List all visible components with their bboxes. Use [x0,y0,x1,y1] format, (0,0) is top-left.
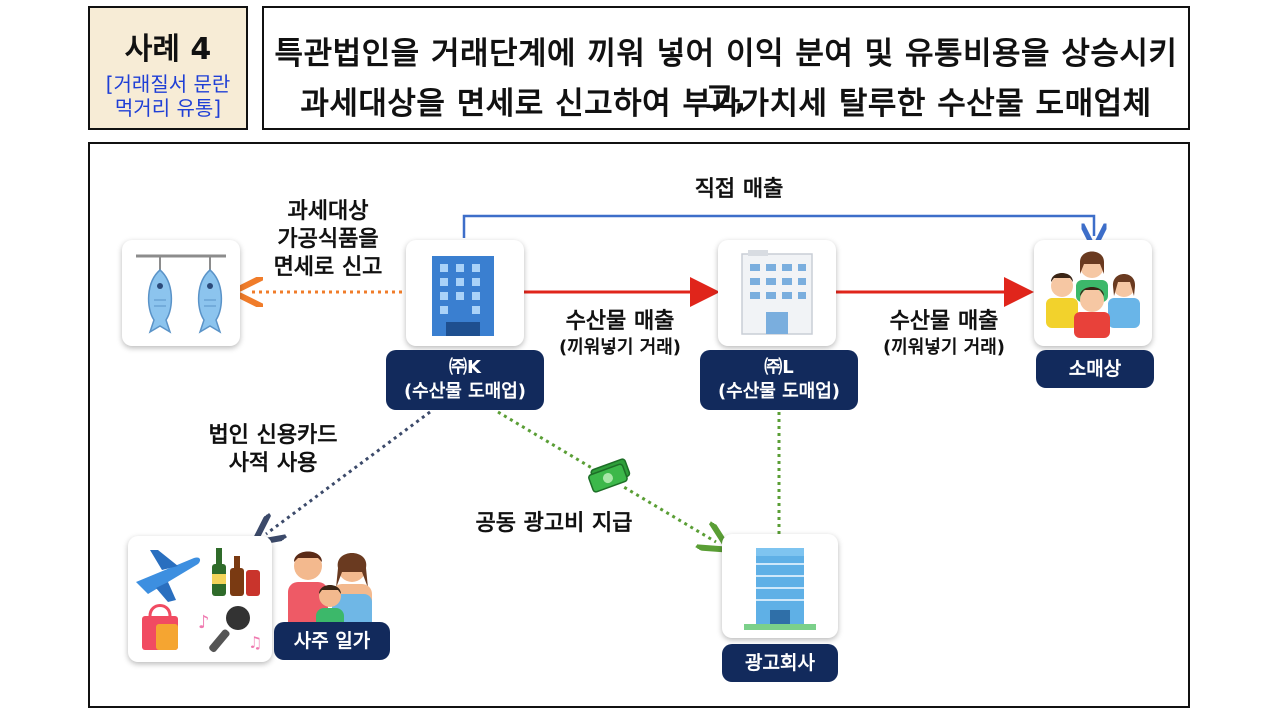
ad-agency-card [722,534,838,638]
retailer-label: 소매상 [1036,350,1154,388]
luxury-goods-icon: ♪ ♫ [136,548,262,653]
direct-sales-arrow [462,214,1094,238]
glass-tower-icon [744,548,816,630]
company-l-type: (수산물 도매업) [717,381,841,402]
k-to-l-line-1: 수산물 매출 [565,309,675,334]
svg-text:♫: ♫ [248,633,262,652]
tax-exempt-line-3: 면세로 신고 [273,255,383,280]
case-title: 사례 4 [124,32,212,67]
people-group-icon [1046,251,1140,338]
tax-exempt-line-2: 가공식품을 [277,227,379,252]
company-l-label: ㈜L (수산물 도매업) [700,350,858,410]
k-to-l-label: 수산물 매출 (끼워넣기 거래) [536,308,704,360]
ad-agency-label: 광고회사 [722,644,838,682]
airplane-icon [136,550,201,602]
card-use-line-1: 법인 신용카드 [208,423,338,448]
l-to-retailer-line-2: (끼워넣기 거래) [882,337,1006,358]
case-subtitle-line-2: 먹거리 유통] [114,96,222,120]
l-to-retailer-label: 수산물 매출 (끼워넣기 거래) [860,308,1028,360]
retailer-card [1034,240,1152,346]
company-k-type: (수산물 도매업) [403,381,527,402]
tax-exempt-line-1: 과세대상 [287,199,369,224]
company-k-label: ㈜K (수산물 도매업) [386,350,544,410]
svg-text:♪: ♪ [198,612,210,633]
company-l-card [718,240,836,346]
company-k-name: ㈜K [449,357,481,378]
company-k-card [406,240,524,346]
family-icon [282,546,376,636]
title-line-2: 과세대상을 면세로 신고하여 부가가치세 탈루한 수산물 도매업체 [300,86,1152,122]
money-icon [584,452,636,493]
company-l-name: ㈜L [764,357,794,378]
microphone-icon: ♪ ♫ [198,606,262,653]
liquor-icon [212,548,260,596]
diagram-frame [88,142,1190,708]
card-use-line-2: 사적 사용 [228,451,318,476]
l-to-retailer-line-1: 수산물 매출 [889,309,999,334]
case-subtitle: [거래질서 문란 먹거리 유통] [90,72,246,120]
ad-cost-label: 공동 광고비 지급 [475,511,633,536]
k-to-l-line-2: (끼워넣기 거래) [558,337,682,358]
dried-fish-icon [136,254,226,334]
family-label: 사주 일가 [274,622,390,660]
title-line-1: 특관법인을 거래단계에 끼워 넣어 이익 분여 및 유통비용을 상승시키고, [274,36,1178,117]
dried-fish-card [122,240,240,346]
luxury-goods-card: ♪ ♫ [128,536,272,662]
office-building-icon [432,256,494,336]
case-label-box: 사례 4 [거래질서 문란 먹거리 유통] [88,6,248,130]
shopping-bag-icon [142,604,178,650]
direct-sales-label: 직접 매출 [694,177,784,202]
card-use-arrow [266,410,431,534]
white-building-icon [741,250,813,335]
card-use-label: 법인 신용카드 사적 사용 [178,422,368,478]
tax-exempt-label: 과세대상 가공식품을 면세로 신고 [244,198,412,282]
title-box: 특관법인을 거래단계에 끼워 넣어 이익 분여 및 유통비용을 상승시키고, 과… [262,6,1190,130]
case-subtitle-line-1: [거래질서 문란 [105,72,231,96]
